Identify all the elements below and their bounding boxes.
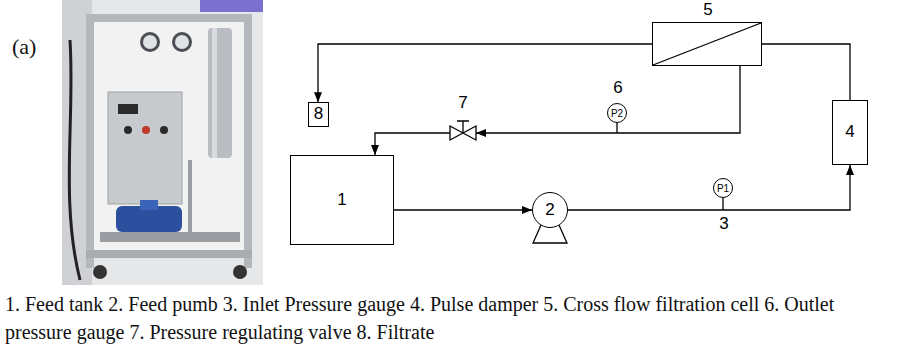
equipment-photo — [62, 0, 263, 285]
callout-number: 6 — [613, 79, 622, 98]
damper-box: 4 — [832, 100, 868, 165]
valve-symbol: 7 — [450, 124, 476, 142]
flow-line — [476, 66, 740, 133]
tank-box: 1 — [290, 155, 394, 245]
gauge-circle: P26 — [607, 103, 627, 123]
flow-line — [762, 44, 850, 100]
node-label: 8 — [314, 105, 323, 124]
callout-number: 7 — [458, 94, 467, 113]
filtrate-box: 8 — [308, 102, 329, 127]
flow-line — [318, 44, 652, 102]
callout-number: 3 — [719, 215, 728, 234]
membrane-line — [653, 23, 761, 65]
node-label: 1 — [337, 191, 346, 210]
pump-circle: 2 — [532, 192, 568, 228]
flow-line — [375, 133, 450, 155]
node-label: 2 — [545, 201, 554, 220]
filter-cell: 5 — [652, 22, 762, 66]
flow-line — [568, 165, 850, 210]
flow-line — [394, 209, 532, 210]
panel-label: (a) — [12, 34, 36, 60]
node-label: P1 — [717, 183, 729, 194]
node-label: P2 — [611, 108, 623, 119]
callout-number: 5 — [703, 1, 712, 20]
gauge-circle: P13 — [713, 178, 733, 198]
gauge-stem — [617, 123, 723, 210]
valve-shape — [450, 124, 476, 142]
figure-caption: 1. Feed tank 2. Feed pumb 3. Inlet Press… — [5, 290, 885, 346]
node-label: 4 — [845, 123, 854, 142]
